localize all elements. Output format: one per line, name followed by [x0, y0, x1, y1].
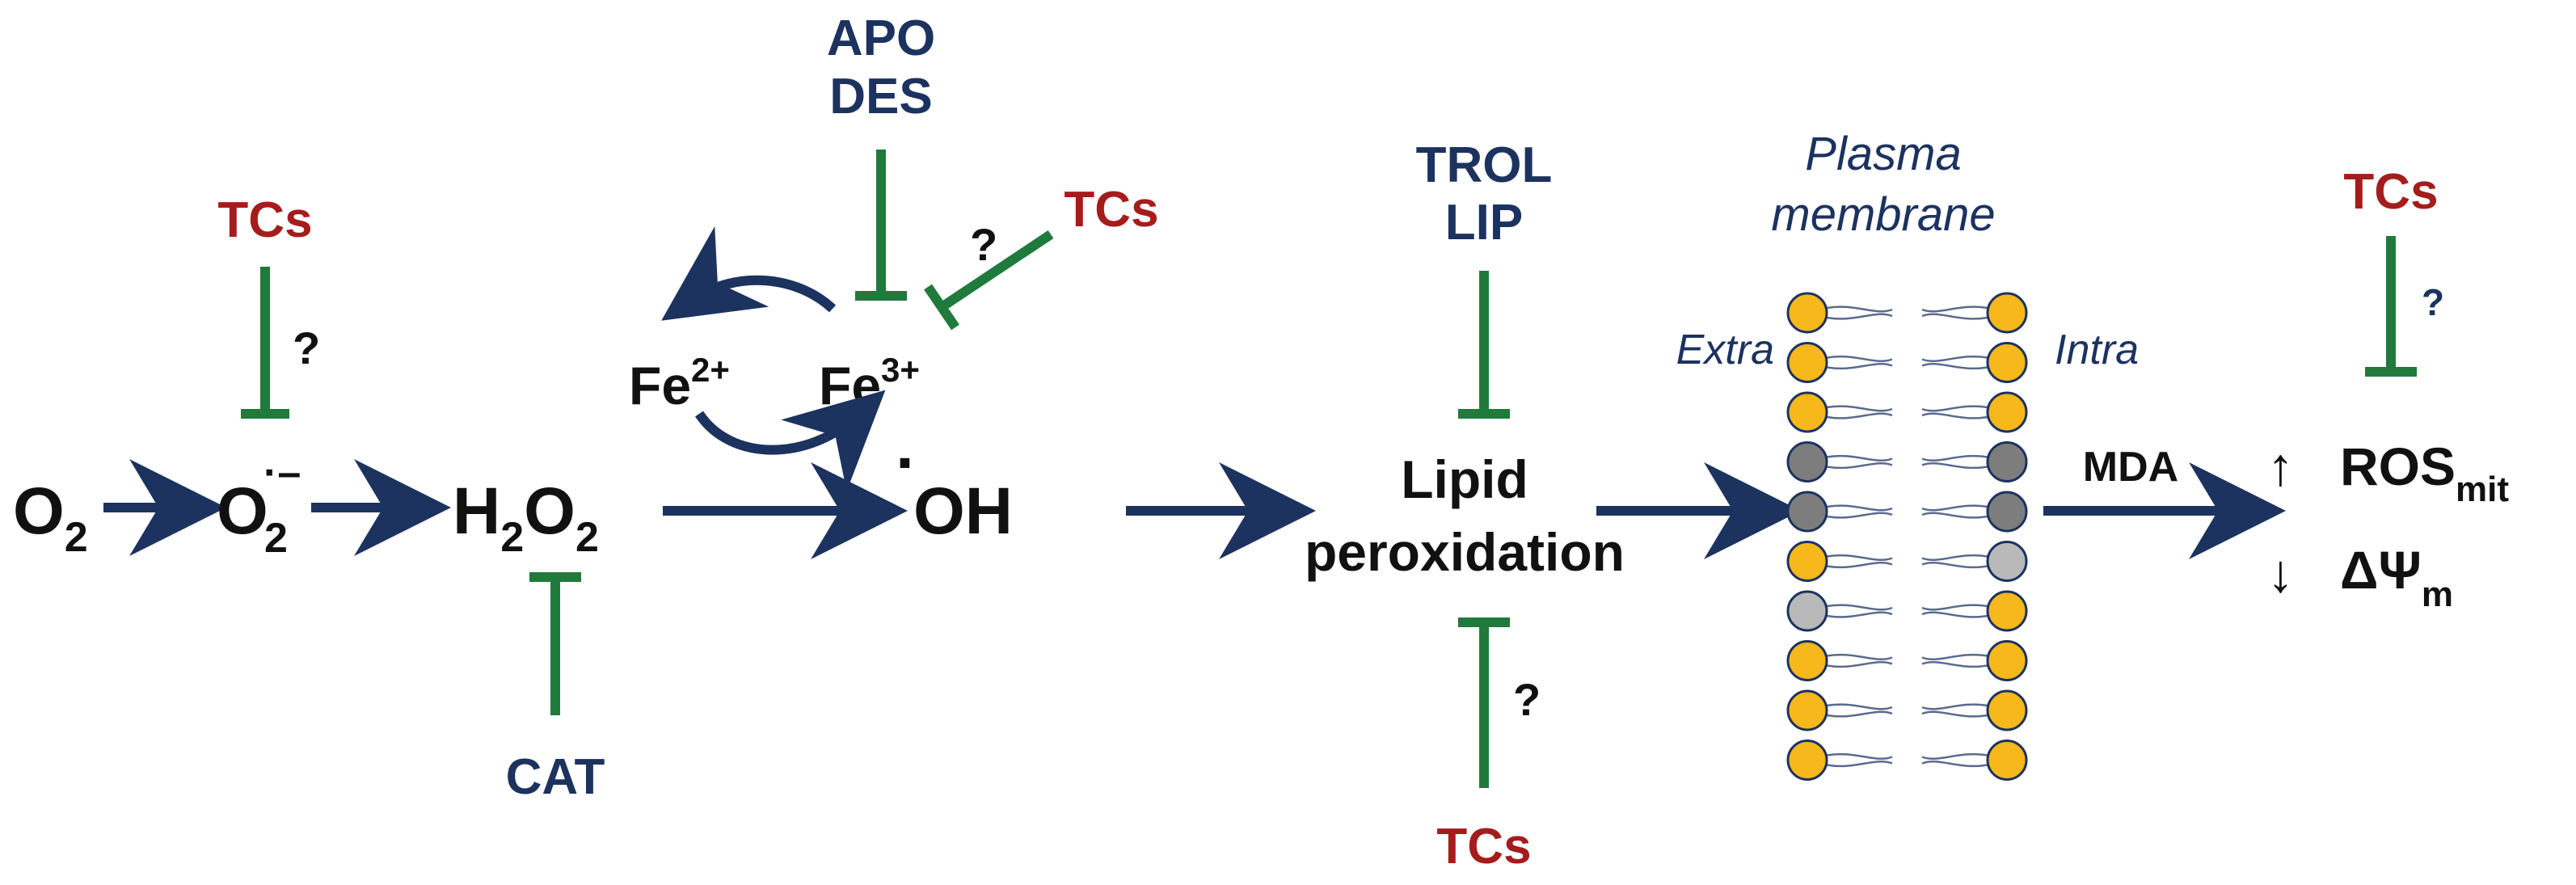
up-arrow-icon: ↑	[2267, 436, 2294, 496]
question-mark-superoxide: ?	[293, 322, 320, 373]
ros-mit-label: ROSmit	[2340, 436, 2509, 509]
fenton-cycle-arrow-to-fe3	[695, 390, 886, 491]
tcs-label-mitochondria: TCs	[2343, 164, 2438, 220]
lipid-head-extra	[1786, 590, 1828, 632]
inhibition-tee-tcs-fe3	[924, 284, 959, 331]
tcs-label-fe3: TCs	[1064, 182, 1158, 238]
lipid-head-intra	[1986, 689, 2028, 731]
lipid-tail	[1826, 355, 1988, 370]
lip-label: LIP	[1445, 195, 1523, 251]
tcs-label-lipid: TCs	[1436, 819, 1531, 874]
lipid-head-extra	[1786, 391, 1828, 433]
lipid-tail	[1826, 554, 1988, 569]
lipid-head-intra	[1986, 541, 2028, 582]
des-label: DES	[829, 69, 932, 124]
h2o2-species: H2O2	[453, 474, 599, 561]
lipid-head-intra	[1986, 590, 2028, 632]
hydroxyl-radical-dot: ·	[896, 426, 917, 499]
lipid-tail	[1826, 703, 1988, 718]
membrane-title-line2: membrane	[1771, 188, 1995, 241]
question-mark-lipid: ?	[1513, 674, 1541, 725]
membrane-potential-label: ΔΨm	[2340, 540, 2453, 614]
lipid-tail	[1826, 653, 1988, 668]
apo-label: APO	[827, 11, 935, 66]
lipid-tail	[1826, 306, 1988, 320]
lipid-tail	[1826, 752, 1988, 768]
question-mark-fe3: ?	[970, 219, 997, 270]
inhibition-bar-tcs-fe3	[938, 230, 1054, 311]
lipid-tail	[1826, 604, 1988, 618]
lipid-tail	[1826, 405, 1988, 419]
cat-label: CAT	[506, 749, 605, 805]
lipid-head-intra	[1986, 640, 2028, 681]
lipid-tail	[1826, 504, 1988, 519]
lipid-head-intra	[1986, 491, 2028, 533]
lipid-head-extra	[1786, 689, 1828, 731]
intra-label: Intra	[2055, 327, 2139, 373]
lipid-head-intra	[1986, 740, 2028, 781]
fenton-cycle-arrow-to-fe2	[661, 226, 837, 321]
extra-label: Extra	[1676, 327, 1774, 373]
fe2-species: Fe2+	[629, 351, 730, 415]
lipid-tail	[1826, 454, 1988, 470]
lipid-head-extra	[1786, 640, 1828, 681]
lipid-head-intra	[1986, 391, 2028, 433]
lipid-bilayer	[1786, 292, 2028, 781]
mda-label: MDA	[2083, 444, 2178, 491]
superoxide-subscript: 2	[264, 515, 288, 562]
fe3-species: Fe3+	[819, 351, 920, 415]
question-mark-mitochondria: ?	[2422, 281, 2444, 323]
lipid-head-extra	[1786, 441, 1828, 483]
lipid-head-extra	[1786, 491, 1828, 533]
lipid-head-extra	[1786, 342, 1828, 383]
down-arrow-icon: ↓	[2267, 543, 2294, 603]
lipid-head-extra	[1786, 292, 1828, 334]
superoxide-radical-sign: ·–	[264, 449, 301, 496]
lipid-head-intra	[1986, 292, 2028, 334]
superoxide-species: O	[217, 474, 268, 548]
membrane-title-line1: Plasma	[1805, 128, 1961, 180]
tcs-label-superoxide: TCs	[217, 192, 312, 248]
lipid-head-extra	[1786, 740, 1828, 781]
trol-label: TROL	[1416, 137, 1553, 193]
lipid-head-intra	[1986, 342, 2028, 383]
lipid-head-intra	[1986, 441, 2028, 483]
lipid-peroxidation-line2: peroxidation	[1305, 522, 1625, 582]
lipid-peroxidation-line1: Lipid	[1401, 449, 1528, 509]
hydroxyl-radical: OH	[913, 474, 1013, 548]
lipid-head-extra	[1786, 541, 1828, 582]
o2-species: O2	[13, 474, 88, 561]
